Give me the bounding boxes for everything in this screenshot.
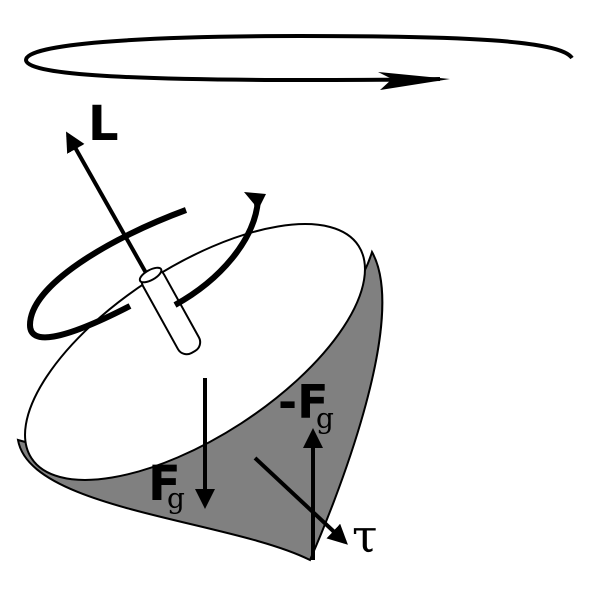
precession-orbit-path	[23, 33, 574, 83]
torque-label: τ	[352, 509, 377, 563]
torque-arrow	[253, 456, 348, 545]
angular-momentum-label: L	[88, 96, 119, 152]
spin-circle-front	[173, 199, 261, 308]
precession-orbit-arrowhead	[378, 72, 450, 90]
gravity-label-main: F	[148, 456, 181, 512]
angular-momentum-arrow	[66, 131, 152, 281]
precession-orbit	[23, 33, 574, 90]
gravity-label: F g	[148, 456, 185, 515]
normal-force-label-main: -F	[278, 375, 329, 429]
top-handle-cap	[138, 266, 163, 284]
spin-circle-arrowhead	[244, 192, 266, 214]
top-handle	[138, 266, 202, 356]
normal-force-label: -F g	[278, 375, 334, 435]
gravity-label-subscript: g	[167, 482, 185, 515]
normal-force-label-subscript: g	[316, 402, 334, 435]
